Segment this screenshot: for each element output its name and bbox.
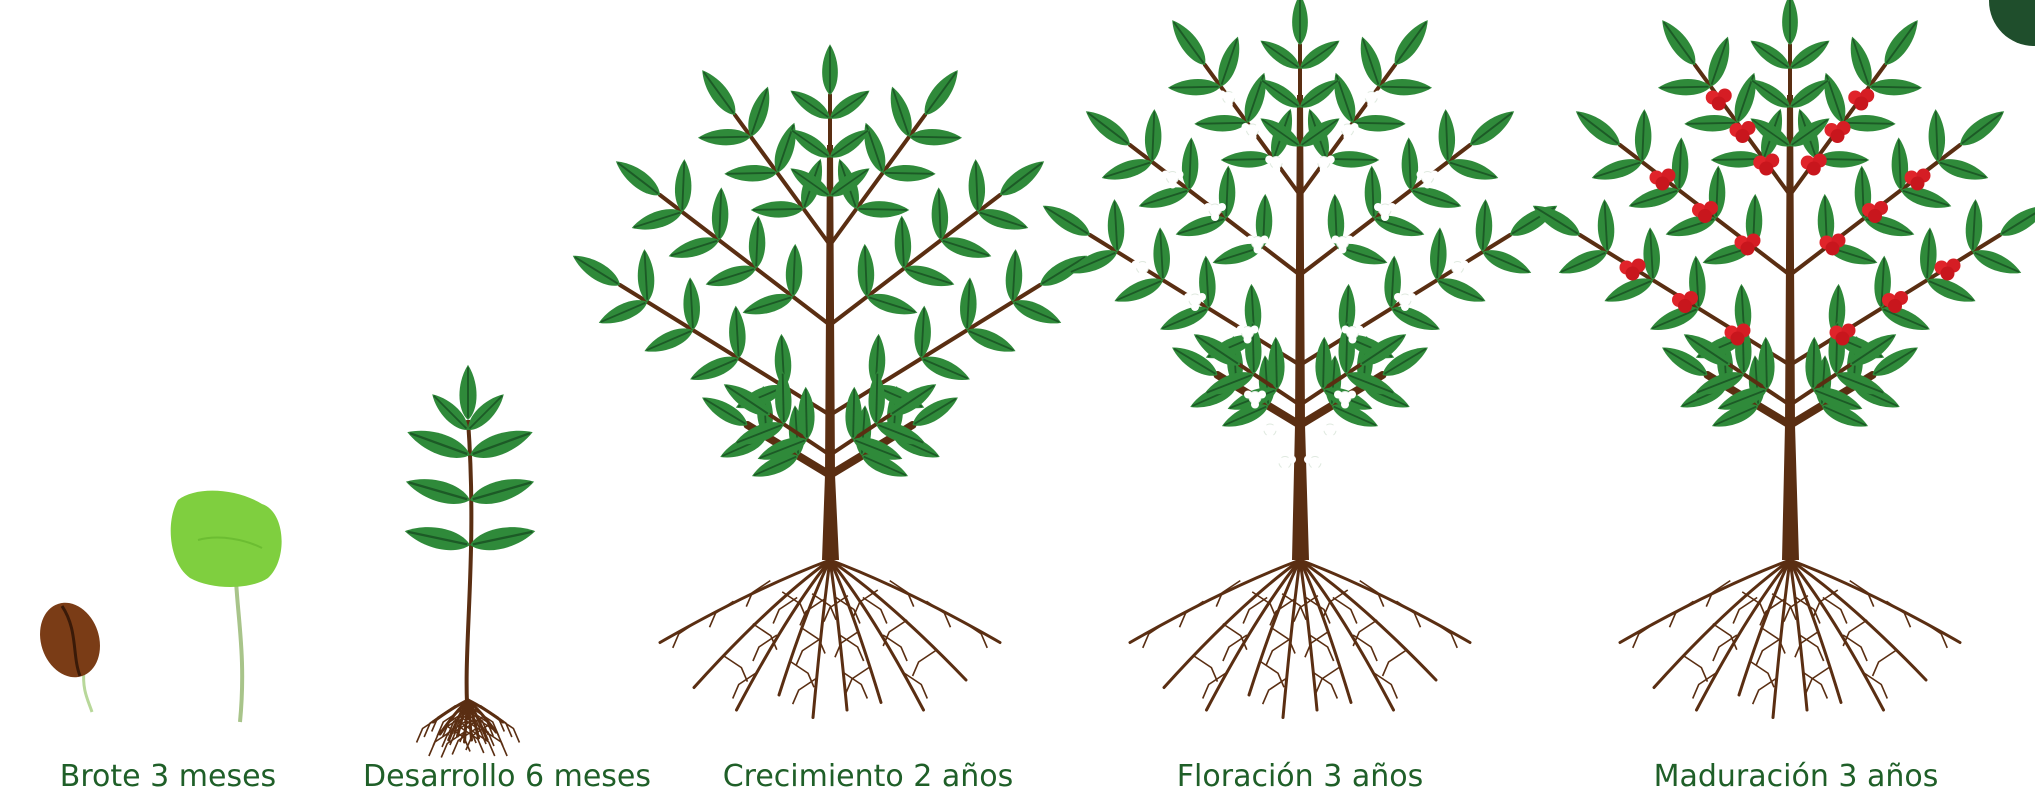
stage-label-floracion: Floración 3 años — [1177, 760, 1423, 794]
coffee-bean-illustration — [31, 595, 110, 712]
young-tree-illustration — [568, 44, 1092, 717]
stage-label-crecimiento: Crecimiento 2 años — [723, 760, 1014, 794]
sapling-illustration — [403, 365, 538, 758]
stage-label-brote: Brote 3 meses — [60, 760, 276, 794]
stage-label-desarrollo: Desarrollo 6 meses — [363, 760, 651, 794]
stage-label-maduracion: Maduración 3 años — [1654, 760, 1939, 794]
flowering-tree-illustration — [1038, 0, 1562, 718]
seedling-illustration — [171, 491, 282, 722]
fruiting-tree-illustration — [1528, 0, 2035, 718]
